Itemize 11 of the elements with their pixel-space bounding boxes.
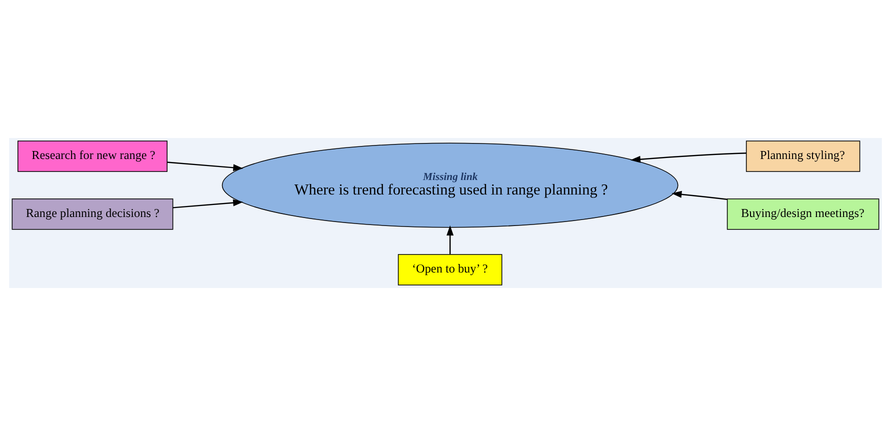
- arrow: [446, 224, 454, 254]
- node-box: Range planning decisions ?: [12, 198, 174, 230]
- node-box: Planning styling?: [746, 140, 860, 172]
- node-box: Research for new range ?: [18, 140, 168, 172]
- arrow: [672, 190, 728, 200]
- arrow: [172, 198, 244, 208]
- node-box: Buying/design meetings?: [726, 198, 880, 230]
- arrow: [167, 161, 244, 171]
- node-ellipse: Missing link Where is trend forecasting used in range planning ?: [222, 142, 678, 228]
- arrow: [630, 152, 746, 162]
- node-box: ‘Open to buy’ ?: [398, 254, 502, 285]
